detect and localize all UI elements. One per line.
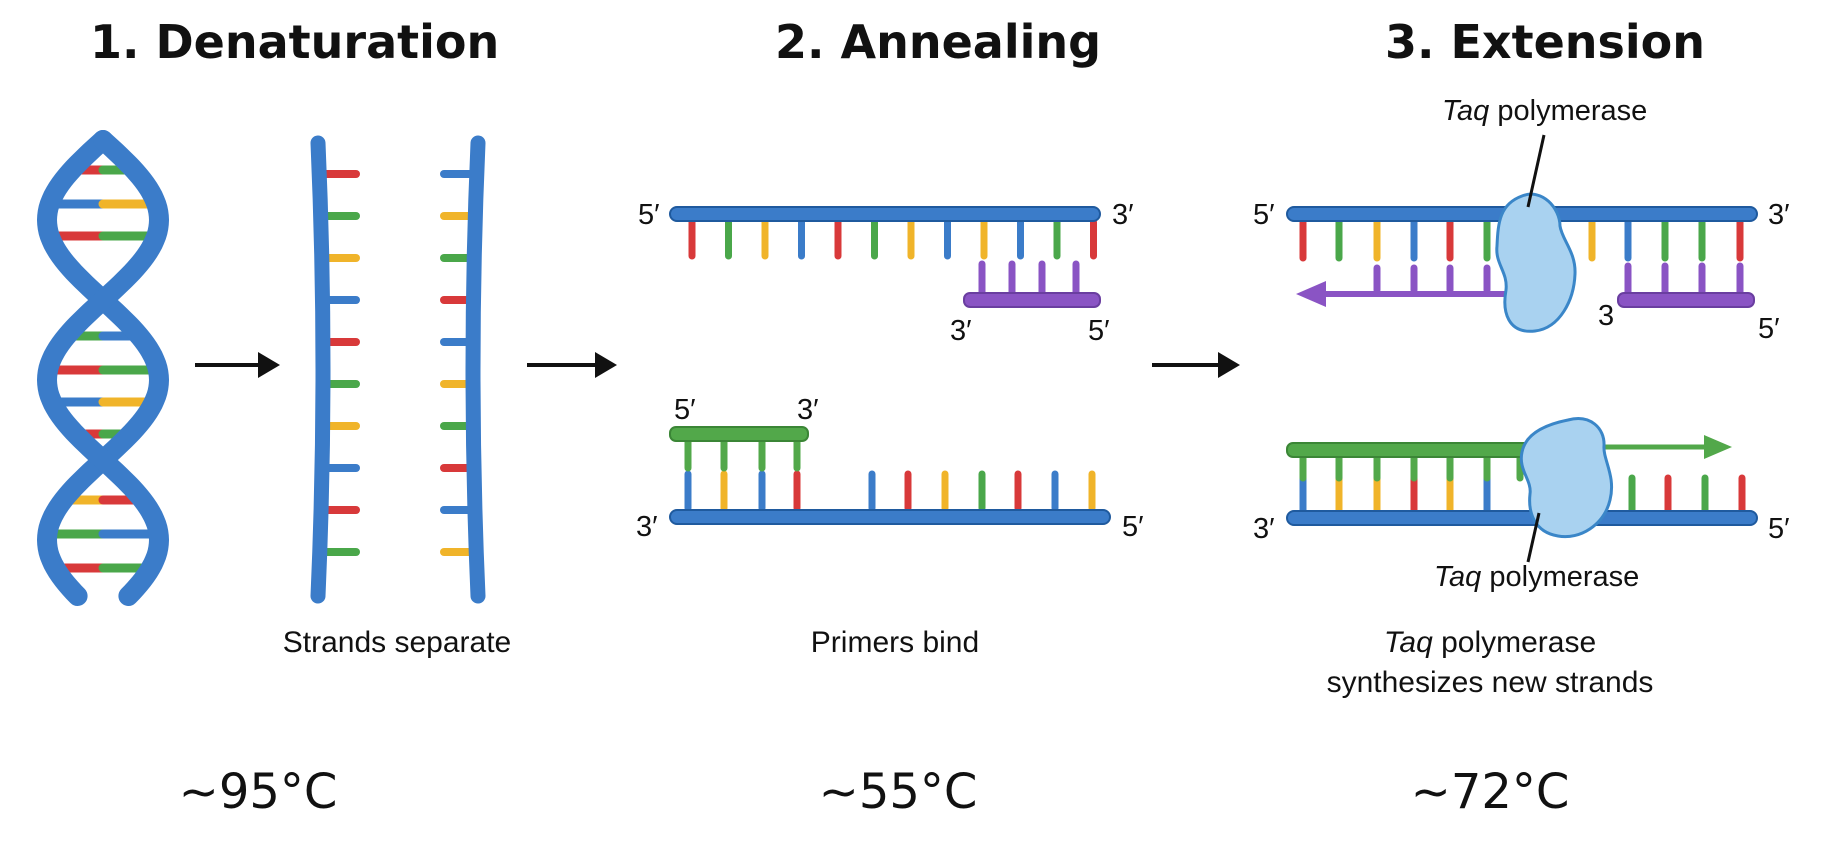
anneal-top-3-label: 3′ (1112, 199, 1134, 231)
anneal-primer-bottom-5-label: 5′ (674, 394, 696, 426)
enzyme-label-top-italic: Taq (1442, 95, 1489, 127)
arrow-right-icon (527, 352, 617, 378)
extension-diagram (1286, 134, 1758, 563)
enzyme-leader-bottom (1526, 512, 1541, 563)
helix-strand-front (36, 130, 170, 606)
double-helix-icon (36, 130, 170, 606)
enzyme-label-bottom-italic: Taq (1434, 561, 1481, 593)
stage-3-caption-italic: Taq (1384, 626, 1433, 659)
arrow-right-icon (195, 352, 280, 378)
separated-strand-right (465, 135, 486, 604)
enzyme-label-top: Taq polymerase (1442, 95, 1647, 127)
stage-2-temperature: ~55°C (819, 764, 978, 820)
ext-top-5-label: 5′ (1253, 199, 1275, 231)
polymerase-enzyme-icon (1519, 417, 1613, 539)
enzyme-label-bottom-rest: polymerase (1481, 561, 1639, 593)
stage-2-title: 2. Annealing (775, 15, 1101, 69)
new-strand-top-arrow (1296, 281, 1520, 307)
stage-2-caption: Primers bind (811, 626, 979, 659)
enzyme-leader-top (1526, 134, 1546, 208)
stage-1-title: 1. Denaturation (90, 15, 499, 69)
polymerase-enzyme-icon (1495, 192, 1577, 333)
annealing-diagram (669, 206, 1111, 525)
separated-strands (310, 135, 486, 604)
ext-bottom-3-label: 3′ (1253, 513, 1275, 545)
primer-top (963, 292, 1101, 308)
ext-top-3-label: 3′ (1768, 199, 1790, 231)
arrow-right-icon (1152, 352, 1240, 378)
stage-1-caption: Strands separate (283, 626, 511, 659)
ext-primer-top-5-label: 5′ (1758, 313, 1780, 345)
enzyme-label-bottom: Taq polymerase (1434, 561, 1639, 593)
separated-strand-left (310, 135, 331, 604)
template-strand-top (669, 206, 1101, 222)
anneal-primer-top-3-label: 3′ (950, 315, 972, 347)
ext-primer-top (1617, 292, 1755, 308)
stage-1-temperature: ~95°C (179, 764, 338, 820)
anneal-primer-top-5-label: 5′ (1088, 315, 1110, 347)
anneal-bottom-5-label: 5′ (1122, 511, 1144, 543)
template-strand-bottom (669, 509, 1111, 525)
stage-3-caption: Taq polymerase (1384, 626, 1596, 659)
stage-3-title: 3. Extension (1385, 15, 1705, 69)
stage-3-caption-rest: polymerase (1433, 626, 1596, 659)
stage-3-caption-line2: synthesizes new strands (1327, 666, 1654, 699)
helix-strand-back (36, 130, 170, 606)
anneal-bottom-3-label: 3′ (636, 511, 658, 543)
anneal-primer-bottom-3-label: 3′ (797, 394, 819, 426)
ext-bottom-5-label: 5′ (1768, 513, 1790, 545)
ext-primer-top-3-label: 3 (1598, 300, 1614, 332)
primer-bottom (669, 426, 809, 442)
enzyme-label-top-rest: polymerase (1489, 95, 1647, 127)
anneal-top-5-label: 5′ (638, 199, 660, 231)
ext-template-strand-bottom (1286, 510, 1758, 526)
ext-new-strand-bottom (1286, 442, 1538, 458)
stage-3-temperature: ~72°C (1411, 764, 1570, 820)
